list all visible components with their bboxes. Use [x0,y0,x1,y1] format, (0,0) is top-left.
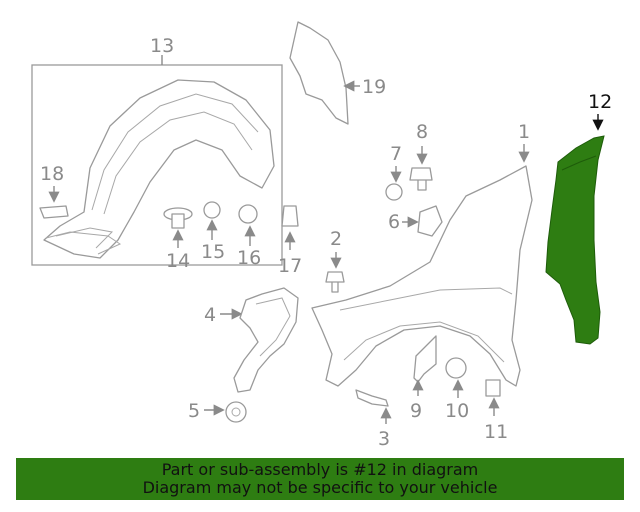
part-4-group[interactable]: 4 [204,287,299,393]
part-5-nut-hole [231,407,241,417]
part-5-group[interactable]: 5 [188,400,247,423]
callout-14: 14 [166,250,190,272]
part-16-clip[interactable] [238,204,258,224]
callout-9: 9 [410,400,422,422]
part-11-group[interactable]: 11 [484,379,508,443]
callout-10: 10 [445,400,469,422]
part-2-bolt[interactable] [325,271,345,293]
part-10-clip[interactable] [445,357,467,379]
part-18-clip-nut[interactable] [39,205,69,219]
part-4-fender-bracket[interactable] [233,287,299,393]
part-14-group[interactable]: 14 [163,207,193,272]
liner-lower-flap [45,231,122,255]
banner-line-1: Part or sub-assembly is #12 in diagram [161,460,479,479]
banner-line-2: Diagram may not be specific to your vehi… [142,478,498,497]
part-11-retainer[interactable] [485,379,501,397]
callout-17: 17 [278,255,302,277]
part-15-group[interactable]: 15 [201,201,225,263]
part-9-group[interactable]: 9 [410,335,437,422]
part-12-fender-seal[interactable] [545,135,605,345]
part-1-group[interactable]: 1 [311,121,533,387]
part-7-clip[interactable] [385,183,403,201]
part-8-bolt[interactable] [409,167,433,191]
part-15-clip[interactable] [203,201,221,219]
callout-1: 1 [518,121,530,143]
liner-group-frame [31,64,283,266]
part-6-bracket[interactable] [417,205,443,237]
part-18-group[interactable]: 18 [39,163,69,219]
part-3-group[interactable]: 3 [355,389,392,450]
inner-fender-liner-group[interactable] [31,55,283,266]
part-14-shaft [171,213,185,229]
callout-16: 16 [237,247,261,269]
inner-fender-liner[interactable] [43,79,275,259]
callout-6: 6 [388,211,400,233]
info-banner: Part or sub-assembly is #12 in diagram D… [16,458,624,500]
liner-rib-outer [91,93,259,211]
callout-18: 18 [40,163,64,185]
part-12-group[interactable]: 12 [545,91,612,345]
part-3-bolt[interactable] [355,389,389,407]
fender-wheel-arch [343,321,505,363]
callout-2: 2 [330,228,342,250]
callout-8: 8 [416,121,428,143]
part-12-edge-line [561,155,597,171]
callout-7: 7 [390,143,402,165]
liner-rib-inner [103,111,253,215]
fender-body-line [339,287,513,311]
part-1-front-fender[interactable] [311,165,533,387]
callout-13: 13 [150,35,174,57]
part-8-group[interactable]: 8 [409,121,433,191]
part-6-group[interactable]: 6 [388,205,443,237]
callout-11: 11 [484,421,508,443]
part-7-group[interactable]: 7 [385,143,403,201]
callout-12: 12 [588,91,612,113]
callout-5: 5 [188,400,200,422]
part-17-group[interactable]: 17 [278,205,302,277]
part-19-group[interactable]: 19 [289,21,386,125]
part-5-nut[interactable] [225,401,247,423]
part-10-group[interactable]: 10 [445,357,469,422]
callout-3: 3 [378,428,390,450]
callout-19: 19 [362,76,386,98]
callout-4: 4 [204,304,216,326]
part-2-group[interactable]: 2 [325,228,345,293]
part-19-splash-shield[interactable] [289,21,349,125]
callout-15: 15 [201,241,225,263]
bracket-ribs [255,297,291,357]
parts-diagram: 13 18 14 15 16 17 19 1 [31,21,612,450]
part-17-grommet[interactable] [281,205,299,227]
part-9-bracket[interactable] [413,335,437,383]
part-16-group[interactable]: 16 [237,204,261,269]
